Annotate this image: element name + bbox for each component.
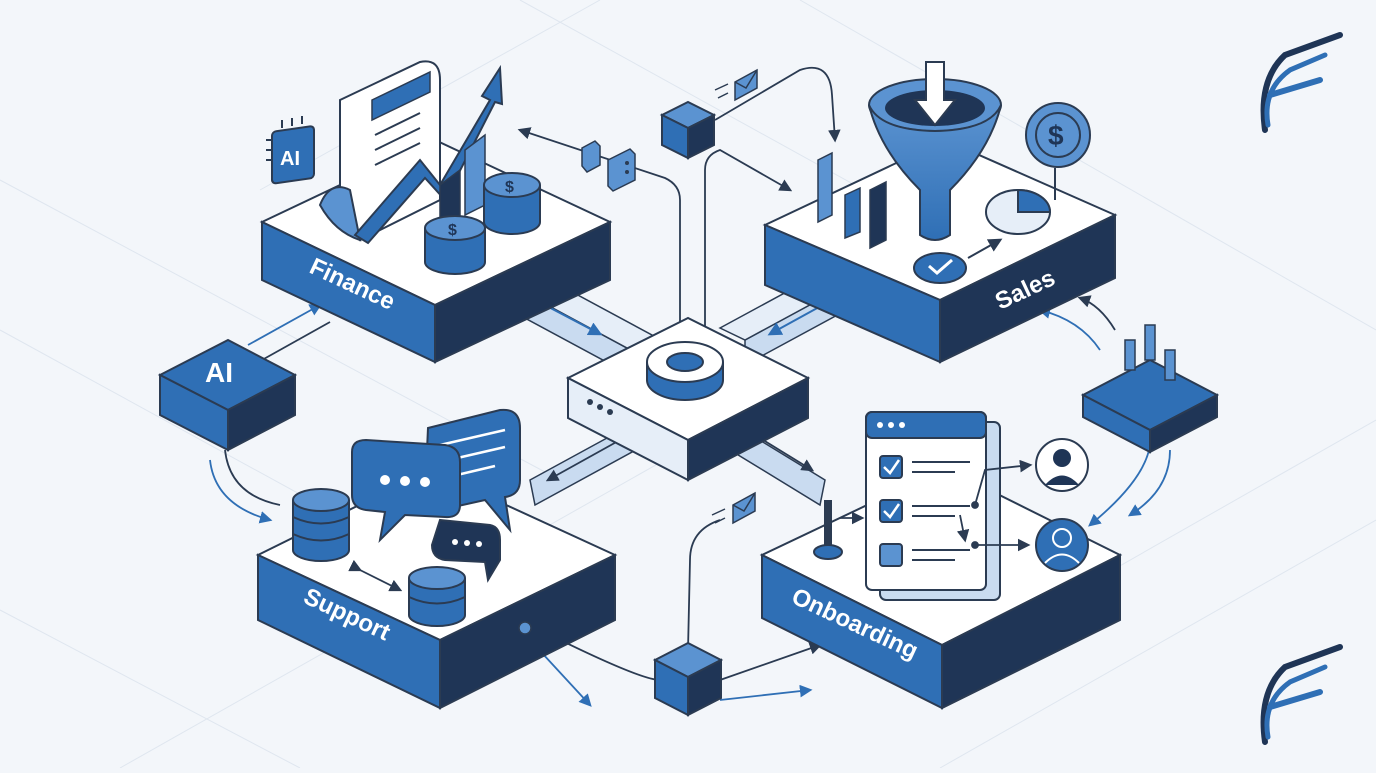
envelope-icon [714,68,758,102]
checklist-connectors [956,459,1033,552]
coins-icon: $ $ [424,172,541,275]
user-avatar-icon-2 [1035,518,1089,572]
chip-icon: AI [266,116,315,185]
cube-icon [659,100,717,160]
bar-chart-icon [817,151,887,250]
user-avatar-icon [1035,438,1089,492]
logo-f-icon-2 [1260,644,1343,745]
sync-arrow [348,559,403,592]
ring-hub-icon [646,341,724,401]
pie-chart-icon [985,188,1052,235]
logo-f-icon [1260,32,1343,133]
ai-block-label: AI [205,357,233,388]
data-packet-icons [581,140,636,192]
svg-text:$: $ [505,179,514,196]
svg-text:AI: AI [280,148,300,170]
plug-icon [1080,324,1220,454]
svg-text:$: $ [1048,120,1064,151]
dollar-coin-icon: $ [1025,102,1091,200]
svg-text:$: $ [448,222,457,239]
trend-arrow-icon [353,64,504,245]
document-icon [318,60,441,242]
ai-block [157,338,298,452]
database-icon-2 [408,566,466,627]
flow-arrows [209,66,1171,707]
pin-icon [813,500,865,560]
funnel-icon [868,61,1002,241]
envelope-icon-2 [711,491,756,525]
cube-icon-2 [652,641,724,717]
checklist-window-icon [865,411,1001,601]
check-badge-icon [913,238,1003,284]
database-icon [292,488,350,562]
chat-bubbles-icon [351,408,521,583]
